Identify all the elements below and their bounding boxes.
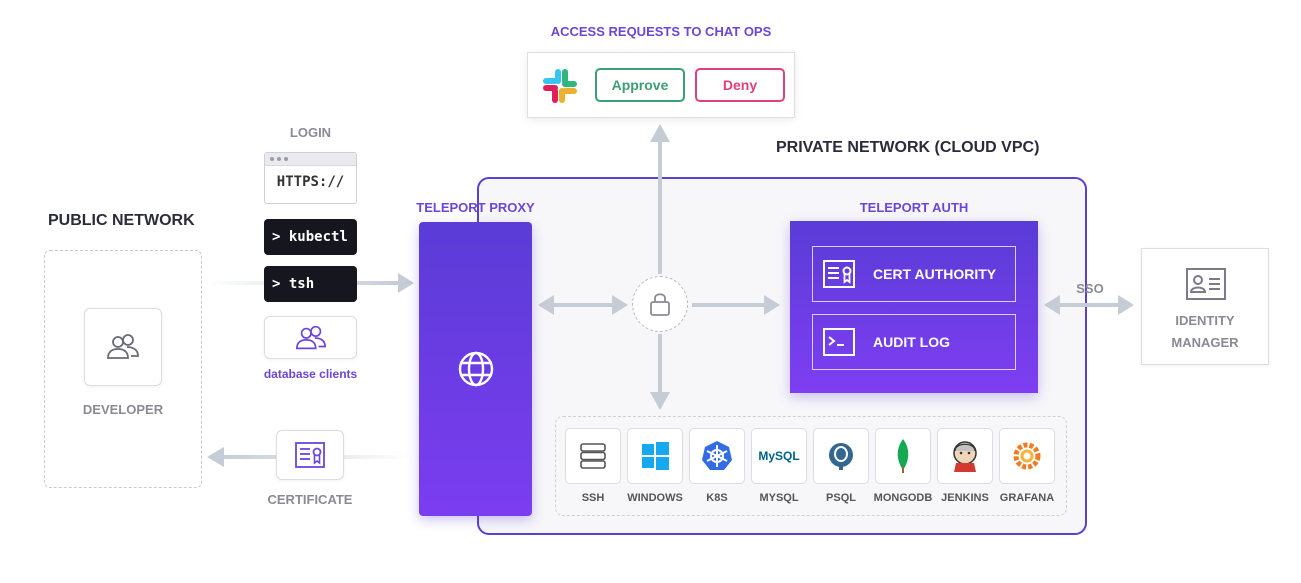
- tsh-terminal[interactable]: > tsh: [264, 266, 357, 302]
- approve-button[interactable]: Approve: [595, 68, 685, 102]
- sso-label: SSO: [1076, 281, 1104, 296]
- developer-label: DEVELOPER: [82, 402, 164, 417]
- arrowhead: [207, 447, 224, 467]
- proxy-title: TELEPORT PROXY: [416, 200, 535, 215]
- identity-manager-line2: MANAGER: [1171, 335, 1239, 350]
- login-title: LOGIN: [289, 125, 332, 140]
- lock-icon: [650, 293, 670, 316]
- arrow-lock-to-chatops: [658, 140, 662, 274]
- private-network-title: PRIVATE NETWORK (CLOUD VPC): [776, 139, 1040, 156]
- mongodb-icon: [897, 439, 909, 473]
- mysql-icon: MySQL: [758, 449, 799, 463]
- service-psql[interactable]: [813, 428, 869, 484]
- identity-manager-line1: IDENTITY: [1175, 313, 1235, 328]
- service-jenkins[interactable]: [937, 428, 993, 484]
- services-area: [555, 416, 1067, 516]
- audit-log-item[interactable]: AUDIT LOG: [812, 314, 1016, 370]
- developer-area: [44, 250, 202, 488]
- chatops-panel: Approve Deny: [527, 52, 795, 118]
- slack-icon: [543, 69, 577, 103]
- audit-log-label: AUDIT LOG: [873, 334, 950, 350]
- auth-title: TELEPORT AUTH: [859, 200, 969, 215]
- terminal-icon: [823, 328, 855, 356]
- arrow-proxy-lock: [552, 303, 614, 307]
- globe-icon: [458, 351, 493, 387]
- arrow-auth-identity: [1058, 303, 1120, 307]
- arrow-lock-to-auth: [692, 303, 766, 307]
- windows-icon: [642, 442, 669, 470]
- users-icon: [107, 334, 139, 359]
- server-icon: [580, 443, 606, 469]
- service-mongodb[interactable]: [875, 428, 931, 484]
- certificate-icon: [823, 260, 855, 288]
- service-ssh[interactable]: [565, 428, 621, 484]
- service-label: JENKINS: [941, 492, 989, 504]
- teleport-auth: CERT AUTHORITY AUDIT LOG: [790, 221, 1038, 393]
- service-mysql[interactable]: MySQL: [751, 428, 807, 484]
- service-label: WINDOWS: [627, 492, 683, 504]
- grafana-icon: [1013, 442, 1041, 470]
- service-k8s[interactable]: [689, 428, 745, 484]
- postgresql-icon: [829, 443, 853, 470]
- mysql-logo-text: MySQL: [758, 449, 800, 463]
- kubernetes-icon: [702, 441, 732, 470]
- public-network-title: PUBLIC NETWORK: [48, 212, 195, 229]
- certificate-card[interactable]: [276, 430, 344, 480]
- service-label: K8S: [706, 492, 728, 504]
- users-icon: [295, 325, 326, 349]
- service-label: PSQL: [826, 492, 856, 504]
- teleport-proxy[interactable]: [419, 222, 532, 516]
- chatops-title: ACCESS REQUESTS TO CHAT OPS: [550, 24, 772, 39]
- service-label: GRAFANA: [999, 492, 1055, 504]
- database-clients-card[interactable]: [264, 316, 357, 359]
- identity-manager[interactable]: IDENTITY MANAGER: [1141, 248, 1269, 365]
- certificate-label: CERTIFICATE: [267, 492, 353, 507]
- browser-url: HTTPS://: [276, 174, 345, 190]
- cert-authority-item[interactable]: CERT AUTHORITY: [812, 246, 1016, 302]
- service-grafana[interactable]: [999, 428, 1055, 484]
- browser-login[interactable]: HTTPS://: [264, 152, 357, 204]
- service-label: SSH: [581, 492, 605, 504]
- id-card-icon: [1186, 268, 1226, 300]
- kubectl-terminal[interactable]: > kubectl: [264, 219, 357, 255]
- developer-card[interactable]: [84, 308, 162, 386]
- database-clients-label: database clients: [263, 367, 358, 381]
- certificate-icon: [295, 442, 325, 468]
- lock-node: [632, 276, 688, 332]
- cert-authority-label: CERT AUTHORITY: [873, 266, 997, 282]
- arrowhead: [398, 273, 414, 293]
- deny-button[interactable]: Deny: [695, 68, 785, 102]
- jenkins-icon: [953, 441, 977, 472]
- service-label: MONGODB: [873, 492, 933, 504]
- service-windows[interactable]: [627, 428, 683, 484]
- arrow-lock-to-services: [658, 334, 662, 394]
- service-label: MYSQL: [759, 492, 799, 504]
